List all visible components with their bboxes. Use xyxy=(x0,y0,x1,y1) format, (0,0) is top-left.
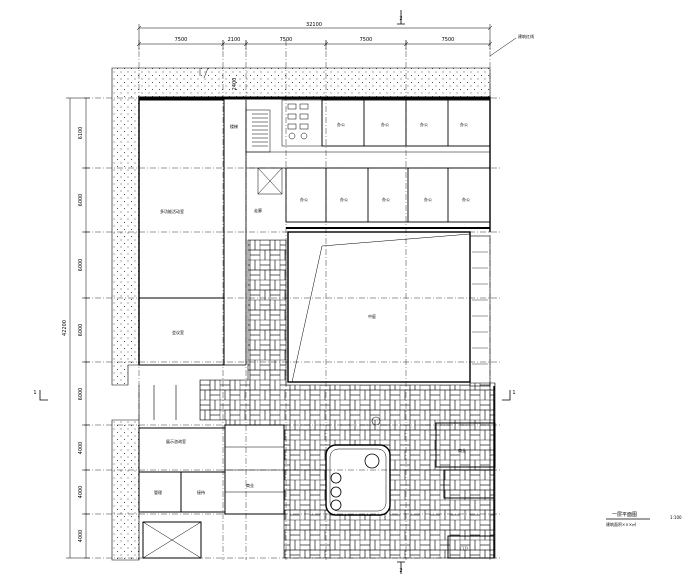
label-east-a: 商业 xyxy=(458,447,466,453)
left-dim-7: 4000 xyxy=(78,486,84,499)
label-corridor: 走廊 xyxy=(254,207,262,213)
section-marker-bottom: 2 xyxy=(399,568,402,574)
label-small-b: 接待 xyxy=(197,489,205,495)
label-office-mid-4: 办公 xyxy=(424,196,432,202)
drawing-side-note: 1:100 xyxy=(670,515,682,520)
left-dimension-lines xyxy=(66,97,90,559)
left-dim-3: 6000 xyxy=(78,259,84,272)
top-dim-1: 7500 xyxy=(175,37,188,43)
red-line-callout: 建筑红线 xyxy=(518,33,534,39)
top-dim-3: 7500 xyxy=(280,37,293,43)
left-dim-5: 6000 xyxy=(78,388,84,401)
stair-core xyxy=(245,99,323,195)
left-dim-2: 6000 xyxy=(78,194,84,207)
label-main-hall: 多功能活动室 xyxy=(160,208,184,214)
central-planter xyxy=(325,416,391,516)
section-marker-left: 1 xyxy=(33,390,36,396)
callout-leader xyxy=(489,37,517,57)
left-dim-1: 6100 xyxy=(78,127,84,140)
top-dim-4: 7500 xyxy=(360,37,373,43)
drawing-title: 一层平面图 xyxy=(612,512,637,518)
label-shop: 商业 xyxy=(246,482,254,488)
label-office-top-1: 办公 xyxy=(337,121,345,127)
label-west-room: 会议室 xyxy=(172,329,184,335)
label-office-mid-3: 办公 xyxy=(382,196,390,202)
drawing-scale-note: 建筑面积×××㎡ xyxy=(606,521,636,527)
label-small-a: 管理 xyxy=(154,489,162,495)
label-office-top-4: 办公 xyxy=(460,121,468,127)
label-south-west: 展示咨询室 xyxy=(166,438,186,444)
building-outline xyxy=(138,96,491,366)
top-dim-2: 2100 xyxy=(228,37,241,43)
label-office-mid-1: 办公 xyxy=(300,196,308,202)
overall-left-dimension: 42200 xyxy=(62,320,68,336)
office-rows xyxy=(246,99,491,229)
overall-top-dimension: 32100 xyxy=(306,22,322,28)
left-dim-4: 6000 xyxy=(78,324,84,337)
left-dim-8: 4000 xyxy=(78,530,84,543)
label-office-mid-5: 办公 xyxy=(462,196,470,202)
atrium xyxy=(287,231,491,387)
label-court: 中庭 xyxy=(368,313,376,319)
small-vertical-dimension: 2400 xyxy=(232,78,238,91)
section-marker-top: 2 xyxy=(399,16,402,22)
top-dimension-lines xyxy=(136,24,493,50)
left-dim-6: 4000 xyxy=(78,442,84,455)
top-dim-5: 7500 xyxy=(442,37,455,43)
label-office-top-3: 办公 xyxy=(420,121,428,127)
section-marker-right: 1 xyxy=(512,390,515,396)
section-marker-lines xyxy=(39,10,511,574)
label-stair: 楼梯 xyxy=(230,123,238,129)
label-office-mid-2: 办公 xyxy=(340,196,348,202)
label-office-top-2: 办公 xyxy=(381,121,389,127)
label-east-b: 门卫 xyxy=(460,545,468,551)
